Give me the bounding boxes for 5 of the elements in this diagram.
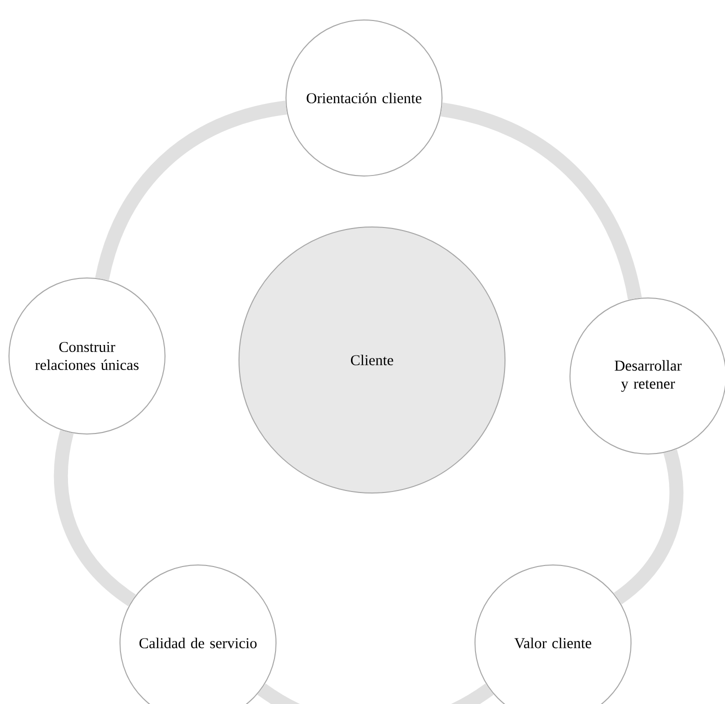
ring-segment [95, 100, 288, 281]
ring-segment [614, 450, 684, 604]
ring-segment [258, 683, 494, 704]
ring-segment [54, 430, 136, 606]
ring-segment [440, 102, 642, 300]
